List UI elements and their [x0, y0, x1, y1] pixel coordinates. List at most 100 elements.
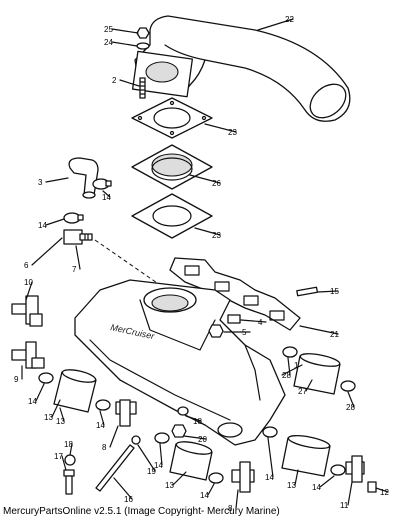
- fitting-7: [63, 229, 93, 245]
- callout-leader-24: [111, 41, 138, 47]
- callout-label-7: 7: [72, 265, 77, 274]
- callout-leader-14: [207, 483, 215, 496]
- tee-fitting-11: [345, 455, 365, 483]
- callout-leader-2: [119, 79, 140, 87]
- exhaust-elbow: [131, 15, 351, 122]
- hose-clamp-28b: [340, 380, 356, 392]
- tee-fitting-8b: [231, 461, 255, 493]
- callout-label-12: 12: [380, 488, 389, 497]
- callout-leader-18: [69, 443, 73, 456]
- callout-leader-14: [102, 190, 111, 198]
- callout-leader-13: [51, 399, 61, 418]
- tee-fitting-9: [11, 341, 45, 369]
- callout-label-28: 28: [282, 371, 291, 380]
- callout-label-13: 13: [56, 417, 65, 426]
- callout-label-18: 18: [193, 417, 202, 426]
- image-copyright-footer: MercuryPartsOnline v2.5.1 (Image Copyrig…: [3, 506, 280, 517]
- callout-leader-13: [172, 471, 187, 486]
- callout-leader-14: [45, 218, 65, 226]
- callout-leader-7: [75, 245, 81, 270]
- callout-label-13: 13: [287, 481, 296, 490]
- callout-label-22: 22: [285, 15, 294, 24]
- callout-leader-16: [113, 477, 133, 500]
- hose-clamp-14a: [92, 178, 112, 190]
- exhaust-gasket-21: [169, 257, 301, 331]
- gasket-23-bottom: [131, 193, 213, 239]
- hose-13-center: [169, 441, 213, 481]
- callout-label-14: 14: [154, 461, 163, 470]
- tee-fitting-8a: [115, 399, 137, 427]
- hose-clamp-28a: [282, 346, 298, 358]
- callout-leader-14: [319, 475, 335, 488]
- hose-13-right: [281, 435, 331, 477]
- washer-18b: [177, 406, 189, 416]
- hose-clamp-14e: [154, 432, 170, 444]
- callout-leader-12: [375, 487, 389, 493]
- callout-label-9: 9: [14, 375, 19, 384]
- callout-label-15: 15: [330, 287, 339, 296]
- callout-leader-28: [287, 357, 291, 376]
- callout-label-21: 21: [330, 330, 339, 339]
- bolt-17: [63, 469, 75, 495]
- callout-leader-8: [235, 489, 239, 509]
- callout-label-5: 5: [242, 328, 247, 337]
- hose-13-left: [53, 369, 97, 413]
- callout-label-13: 13: [44, 413, 53, 422]
- callout-label-8: 8: [102, 443, 107, 452]
- callout-leader-18: [185, 415, 202, 422]
- hose-clamp-14d: [95, 399, 111, 411]
- callout-leader-15: [317, 290, 339, 293]
- gasket-23-top: [131, 97, 213, 139]
- callout-leader-19: [137, 444, 156, 472]
- callout-leader-11: [347, 481, 353, 506]
- callout-leader-27: [305, 379, 313, 392]
- plug-5: [208, 324, 224, 338]
- callout-label-28: 28: [346, 403, 355, 412]
- stud-15: [296, 286, 319, 297]
- callout-leader-23: [194, 227, 221, 236]
- callout-label-14: 14: [200, 491, 209, 500]
- callout-label-27: 27: [298, 387, 307, 396]
- callout-label-25: 25: [104, 25, 113, 34]
- callout-label-23: 23: [212, 231, 221, 240]
- callout-leader-17: [61, 455, 67, 471]
- hose-27: [293, 353, 341, 395]
- callout-label-26: 26: [212, 179, 221, 188]
- callout-leader-13: [294, 469, 299, 486]
- callout-leader-23: [204, 123, 237, 133]
- hose-clamp-14f: [208, 472, 224, 484]
- callout-leader-10: [25, 281, 33, 301]
- callout-label-1: 1: [294, 361, 299, 370]
- callout-label-8: 8: [228, 504, 233, 513]
- callout-label-14: 14: [28, 397, 37, 406]
- callout-label-14: 14: [265, 473, 274, 482]
- callout-label-11: 11: [340, 501, 349, 510]
- callout-label-14: 14: [102, 193, 111, 202]
- hose-elbow-3: [68, 157, 99, 199]
- callout-label-24: 24: [104, 38, 113, 47]
- callout-label-18: 18: [64, 440, 73, 449]
- plug-12: [367, 481, 377, 493]
- callout-label-16: 16: [124, 495, 133, 504]
- callout-leader-14: [35, 383, 45, 402]
- callout-leader-14: [267, 437, 274, 478]
- fitting-4: [227, 314, 241, 324]
- callout-label-13: 13: [165, 481, 174, 490]
- callout-label-10: 10: [24, 278, 33, 287]
- callout-leader-8: [109, 425, 119, 448]
- callout-label-14: 14: [38, 221, 47, 230]
- callout-label-14: 14: [312, 483, 321, 492]
- stud-2: [139, 77, 146, 99]
- long-stud-16: [95, 444, 135, 492]
- callout-leader-1: [281, 364, 303, 376]
- callout-label-6: 6: [24, 261, 29, 270]
- callout-label-14: 14: [96, 421, 105, 430]
- callout-label-3: 3: [38, 178, 43, 187]
- callout-leader-20: [183, 435, 207, 440]
- spacer-26: [131, 144, 213, 190]
- callout-leader-4: [240, 319, 267, 323]
- callout-leader-14: [99, 410, 105, 426]
- callout-leader-13: [59, 407, 65, 422]
